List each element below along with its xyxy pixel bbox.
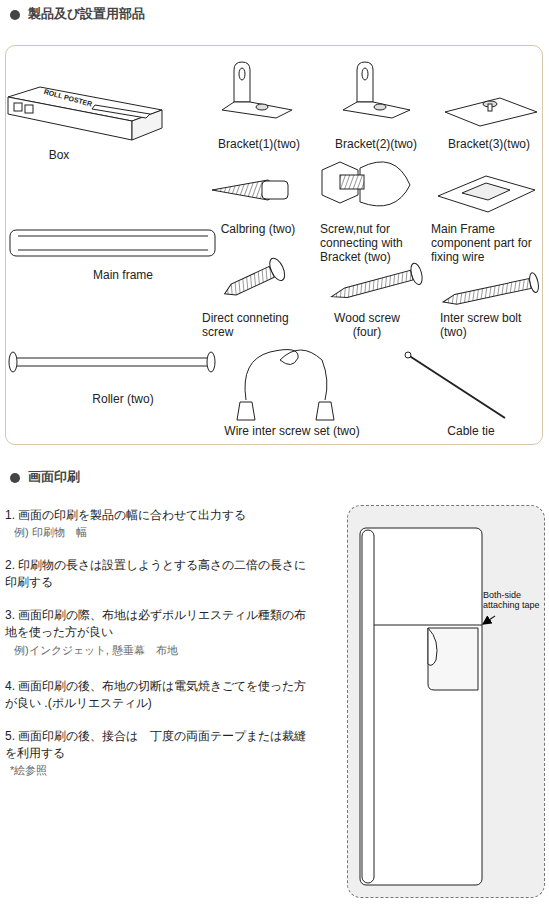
drawing-stroke [92, 105, 150, 118]
drawing-stroke [488, 104, 492, 111]
part-label: Box [19, 148, 99, 162]
drawing-stroke [14, 358, 210, 366]
drawing-stroke [438, 176, 535, 212]
drawing-stroke [441, 272, 540, 312]
drawing-stroke [222, 102, 292, 118]
drawing-stroke [8, 62, 540, 420]
drawing-stroke [14, 103, 22, 111]
part-label: Bracket(3)(two) [439, 137, 539, 151]
drawing-stroke [428, 628, 478, 690]
drawing-stroke [316, 402, 334, 420]
part-label: Screw,nut for connecting with Bracket (t… [320, 222, 430, 264]
drawing-stroke [220, 256, 288, 305]
part-label: Wood screw (four) [327, 311, 407, 339]
drawing-stroke [239, 68, 245, 80]
drawing-stroke [330, 270, 413, 301]
drawing-stroke [360, 162, 410, 206]
part-label: Bracket(1)(two) [209, 137, 309, 151]
part-label: Main frame [73, 268, 173, 282]
drawing-stroke [374, 625, 482, 626]
part-label: Inter screw bolt (two) [440, 311, 540, 339]
drawing-stroke [10, 10, 20, 20]
section-heading: 製品及び設置用部品 [28, 7, 328, 21]
drawing-stroke [360, 528, 495, 885]
drawing-stroke [348, 506, 545, 898]
drawing-stroke [234, 62, 250, 102]
drawing-stroke [408, 355, 505, 418]
drawing-stroke [340, 175, 364, 189]
example-note: 例) 印刷物 幅 [14, 525, 304, 539]
drawing-stroke [374, 104, 386, 110]
part-label: Cable tie [431, 424, 511, 438]
drawing-stroke [8, 97, 132, 140]
drawing-stroke [10, 473, 20, 483]
part-label: Calbring (two) [208, 222, 308, 236]
instruction-item: 3. 画面印刷の際、布地は必ずポルリエスティル種類の布地を使った方が良い [5, 607, 310, 641]
part-label: Main Frame component part for fixing wir… [431, 222, 541, 264]
drawing-stroke [6, 46, 543, 445]
drawing-stroke [18, 236, 208, 237]
part-label: Direct conneting screw [202, 311, 312, 339]
instruction-item: 2. 印刷物の長さは設置しようとする高さの二倍の長さに印刷する [5, 557, 310, 591]
part-label: Wire inter screw set (two) [212, 424, 372, 438]
drawing-stroke [360, 528, 482, 885]
drawing-stroke [357, 62, 373, 102]
drawing-stroke [207, 352, 215, 372]
section-heading: 画面印刷 [28, 470, 328, 484]
part-label: Bracket(2)(two) [326, 137, 426, 151]
drawing-stroke [25, 105, 33, 113]
drawing-stroke [362, 530, 374, 883]
instruction-item: 1. 画面の印刷を製品の幅に合わせて出力する [5, 507, 310, 524]
drawing-stroke [462, 183, 510, 200]
drawing-stroke [262, 181, 288, 199]
drawing-stroke [442, 279, 531, 307]
drawing-stroke [256, 104, 268, 110]
drawing-stroke [10, 230, 215, 256]
example-note: *絵参照 [10, 763, 300, 777]
drawing-stroke [405, 352, 411, 358]
drawing-stroke [483, 616, 495, 624]
drawing-stroke [428, 628, 437, 665]
drawing-stroke [343, 102, 410, 118]
drawing-stroke [9, 352, 17, 372]
drawing-stroke [237, 402, 255, 420]
callout-label: Both-side attaching tape [483, 590, 545, 610]
drawing-stroke [329, 262, 425, 307]
example-note: 例)インクジェット, 懸垂幕 布地 [14, 643, 304, 657]
drawing-stroke [18, 250, 208, 251]
part-label: Roller (two) [73, 392, 173, 406]
instruction-item: 4. 画面印刷の後、布地の切断は電気焼きごてを使った方が良い .(ポルリエスティ… [5, 678, 310, 712]
instruction-item: 5. 画面印刷の後、接合は 丁度の両面テープまたは裁縫を利用する [5, 728, 310, 762]
drawing-stroke [445, 98, 537, 126]
figure-panel: Both-side attaching tape [347, 505, 545, 898]
drawing-stroke [222, 266, 274, 299]
drawing-stroke [362, 68, 368, 80]
drawing-stroke [245, 350, 327, 400]
